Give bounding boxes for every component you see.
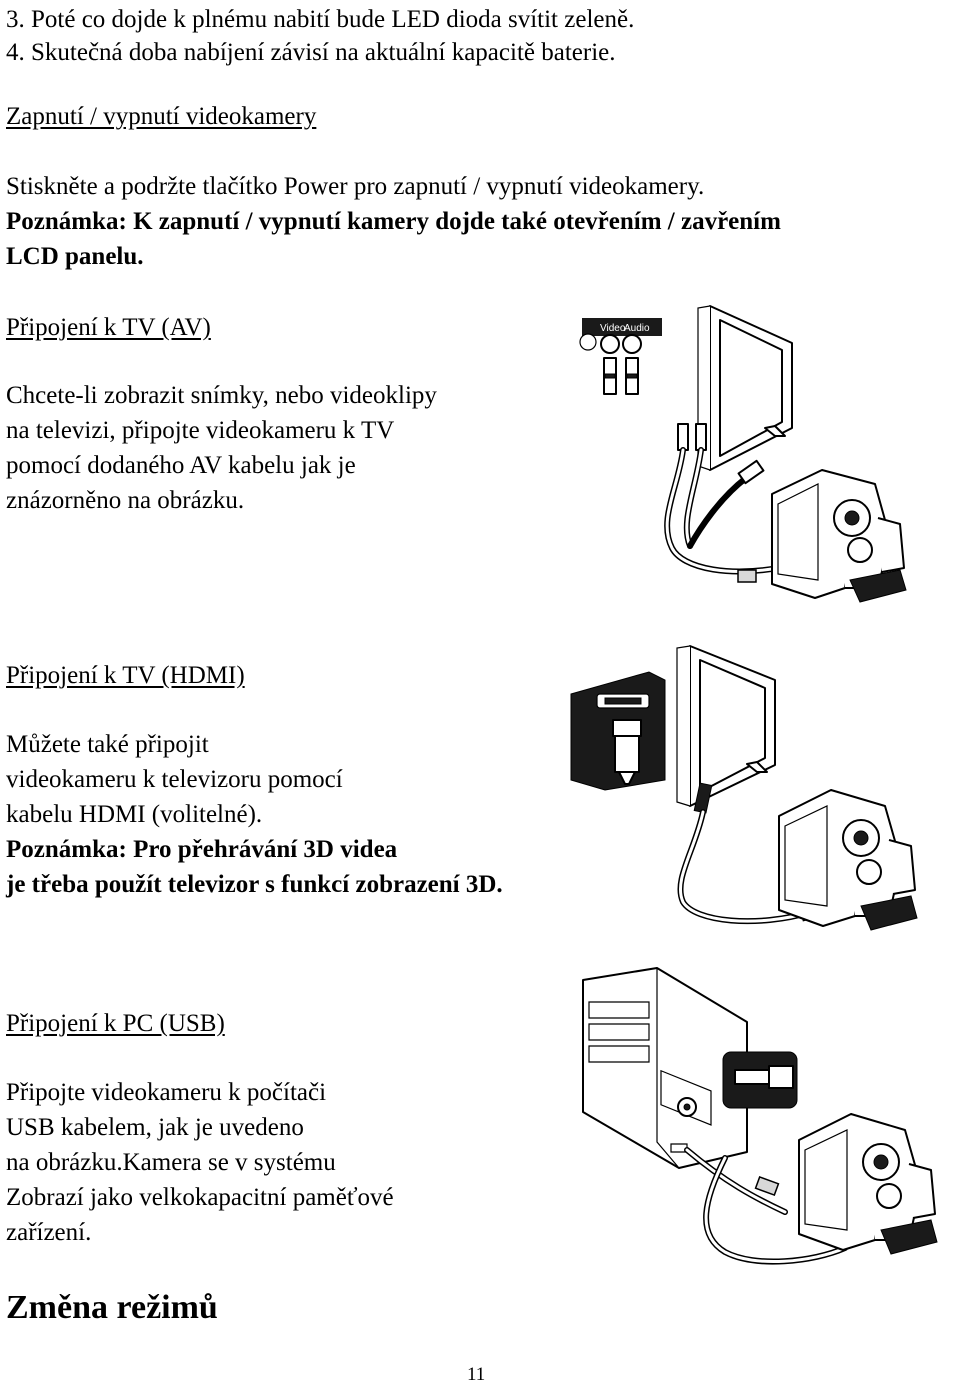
- hdmi-text-line-1: Můžete také připojit: [6, 731, 209, 758]
- usb-text-line-3: na obrázku.Kamera se v systému: [6, 1149, 336, 1176]
- tv-monitor-illustration: [698, 306, 792, 470]
- page-number: 11: [467, 1364, 486, 1385]
- usb-text-line-2: USB kabelem, jak je uvedeno: [6, 1114, 304, 1141]
- hdmi-plug-illustration: [613, 720, 712, 813]
- rca-plugs-illustration: [604, 358, 706, 450]
- av-text-line-3: pomocí dodaného AV kabelu jak je: [6, 452, 356, 479]
- power-note-line-2: LCD panelu.: [6, 243, 144, 270]
- ferrite-core: [756, 1177, 779, 1195]
- video-port-label: Video: [600, 323, 626, 334]
- hdmi-text-line-2: videokameru k televizoru pomocí: [6, 766, 343, 793]
- hdmi-note-line-1: Poznámka: Pro přehrávání 3D videa: [6, 836, 398, 863]
- instruction-step-4: 4. Skutečná doba nabíjení závisí na aktu…: [6, 39, 616, 66]
- hdmi-note-line-2: je třeba použít televizor s funkcí zobra…: [6, 871, 503, 898]
- av-heading: Připojení k TV (AV): [6, 314, 211, 341]
- power-heading: Zapnutí / vypnutí videokamery: [6, 103, 317, 130]
- pc-tower-illustration: [583, 968, 747, 1168]
- hdmi-connection-illustration: [565, 640, 950, 950]
- audio-port-label: Audio: [624, 323, 650, 334]
- mode-heading: Změna režimů: [6, 1289, 218, 1326]
- av-text-line-1: Chcete-li zobrazit snímky, nebo videokli…: [6, 382, 437, 409]
- av-port-panel: Video Audio: [580, 318, 662, 353]
- usb-text-line-4: Zobrazí jako velkokapacitní paměťové: [6, 1184, 394, 1211]
- usb-port-detail: [723, 1052, 797, 1108]
- av-text-line-4: znázorněno na obrázku.: [6, 487, 245, 514]
- ferrite-core: [738, 570, 756, 582]
- usb-connection-illustration: [575, 962, 955, 1282]
- power-text: Stiskněte a podržte tlačítko Power pro z…: [6, 173, 705, 200]
- av-text-line-2: na televizi, připojte videokameru k TV: [6, 417, 395, 444]
- hdmi-text-line-3: kabelu HDMI (volitelné).: [6, 801, 263, 828]
- hdmi-heading: Připojení k TV (HDMI): [6, 662, 245, 689]
- usb-plug: [739, 461, 764, 483]
- power-note-line-1: Poznámka: K zapnutí / vypnutí kamery doj…: [6, 208, 781, 235]
- usb-text-line-5: zařízení.: [6, 1219, 92, 1246]
- camcorder-illustration: [799, 1114, 937, 1254]
- tv-monitor-illustration: [677, 646, 775, 806]
- instruction-step-3: 3. Poté co dojde k plnému nabití bude LE…: [6, 6, 635, 33]
- usb-heading: Připojení k PC (USB): [6, 1010, 225, 1037]
- camcorder-illustration: [772, 470, 906, 602]
- usb-text-line-1: Připojte videokameru k počítači: [6, 1079, 327, 1106]
- camcorder-illustration: [779, 790, 917, 930]
- av-connection-illustration: Video Audio: [560, 298, 945, 618]
